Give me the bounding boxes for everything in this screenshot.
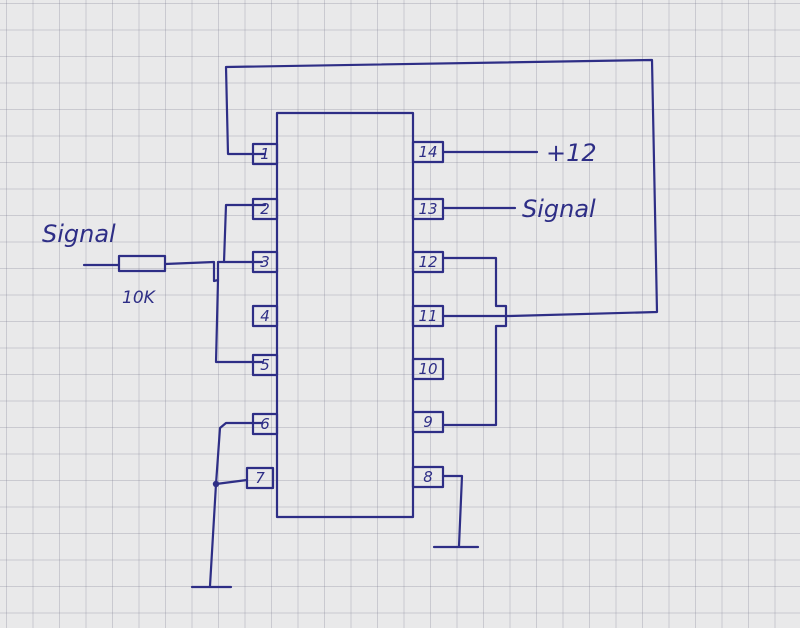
pin-label-14: 14 — [418, 143, 438, 161]
pin-label-2: 2 — [260, 200, 270, 218]
pin-box-4 — [251, 304, 279, 328]
pin-label-4: 4 — [260, 307, 270, 325]
pin-box-9 — [411, 410, 445, 434]
pin-label-3: 3 — [260, 253, 270, 271]
wire-pin6-pin7-ground — [208, 421, 264, 588]
pin-label-12: 12 — [418, 253, 438, 271]
pin-box-10 — [411, 357, 445, 381]
pin-label-13: 13 — [418, 200, 438, 218]
wire-resistor-pin3 — [163, 260, 264, 283]
pin-label-1: 1 — [260, 145, 270, 163]
pin-box-5 — [251, 353, 279, 377]
signal-out-label: Signal — [522, 195, 596, 223]
pin-label-10: 10 — [418, 360, 438, 378]
wire-pin2-pin5 — [214, 203, 267, 364]
wire-pin8-ground — [441, 474, 464, 548]
signal-in-label: Signal — [42, 220, 116, 248]
pin-label-8: 8 — [423, 468, 433, 486]
junction-dot — [212, 480, 220, 488]
pin-label-7: 7 — [255, 469, 265, 487]
wire-pin12-pin9 — [441, 256, 508, 427]
pin-label-11: 11 — [418, 307, 438, 325]
pin-label-5: 5 — [260, 356, 270, 374]
resistor-label: 10K — [122, 288, 155, 308]
pin-box-12 — [411, 250, 445, 274]
resistor-10k — [117, 254, 167, 273]
supply-label: +12 — [546, 139, 597, 167]
pin-box-7 — [245, 466, 275, 490]
pin-label-6: 6 — [260, 415, 270, 433]
pin-label-9: 9 — [423, 413, 433, 431]
pin-box-2 — [251, 197, 279, 221]
ic-body — [275, 111, 415, 519]
wire-pin1-pin11-loop — [224, 58, 659, 318]
